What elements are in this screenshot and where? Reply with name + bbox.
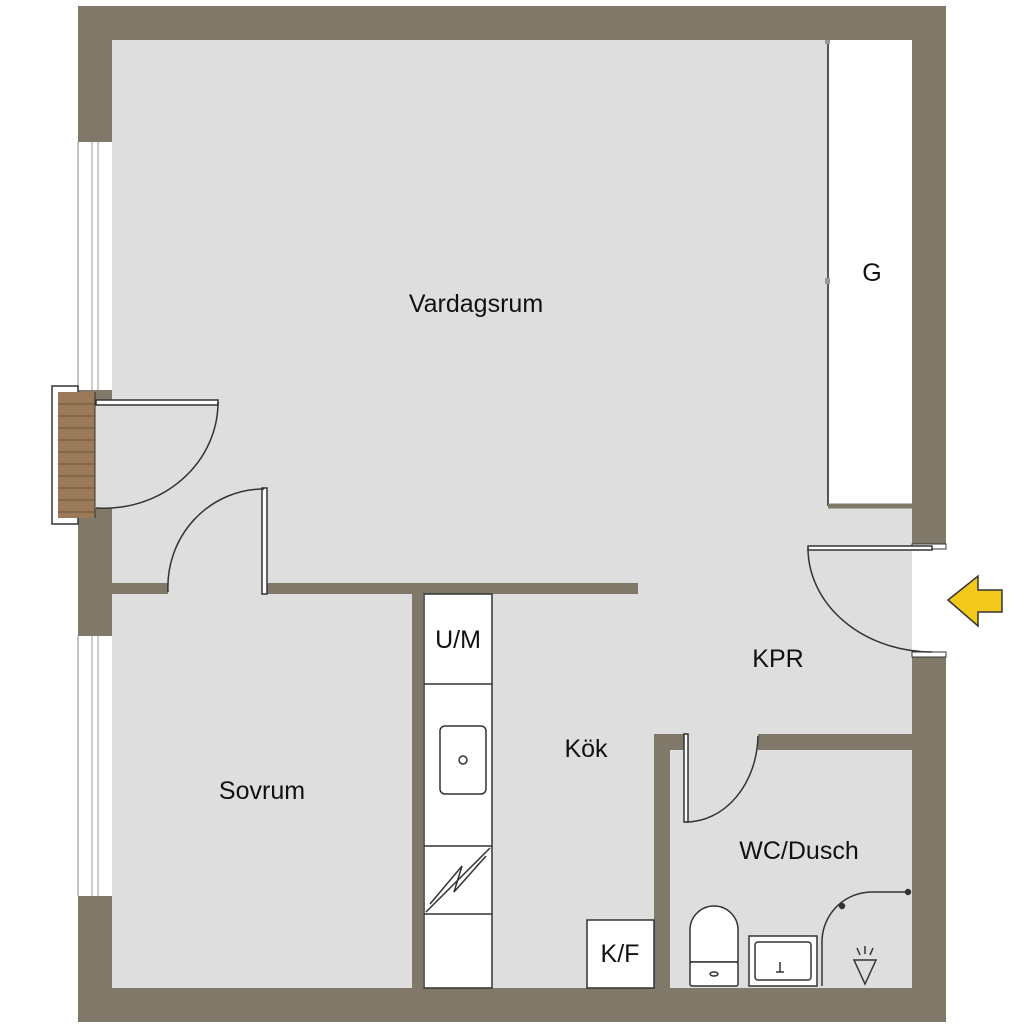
room-label-sovrum: Sovrum [219, 777, 305, 805]
balcony [51, 385, 112, 525]
washer-dryer-label: U/M [435, 626, 481, 654]
window-upper [77, 142, 112, 390]
floor-area [112, 40, 912, 988]
room-label-kpr: KPR [752, 645, 803, 673]
entrance-arrow-icon [946, 574, 1003, 628]
window-lower [77, 636, 112, 896]
stove-icon [425, 847, 491, 913]
entrance-door [807, 545, 933, 653]
interior-walls [112, 583, 912, 988]
room-label-wc-dusch: WC/Dusch [739, 837, 858, 865]
bedroom-door [167, 487, 268, 595]
toilet-icon [689, 905, 739, 987]
room-label-kok: Kök [564, 735, 608, 763]
room-label-garderob: G [862, 259, 881, 287]
balcony-door [95, 399, 219, 510]
room-label-vardagsrum: Vardagsrum [409, 290, 543, 318]
shower-icon [821, 888, 912, 986]
washbasin-icon [748, 935, 818, 987]
washer-dryer: U/M [435, 626, 481, 654]
bathroom-door [683, 733, 759, 823]
kitchen-sink-icon [439, 725, 487, 795]
wardrobe [825, 40, 912, 509]
fridge-freezer-label: K/F [601, 940, 640, 968]
entrance-opening [911, 543, 947, 658]
fridge-freezer: K/F [586, 919, 655, 989]
